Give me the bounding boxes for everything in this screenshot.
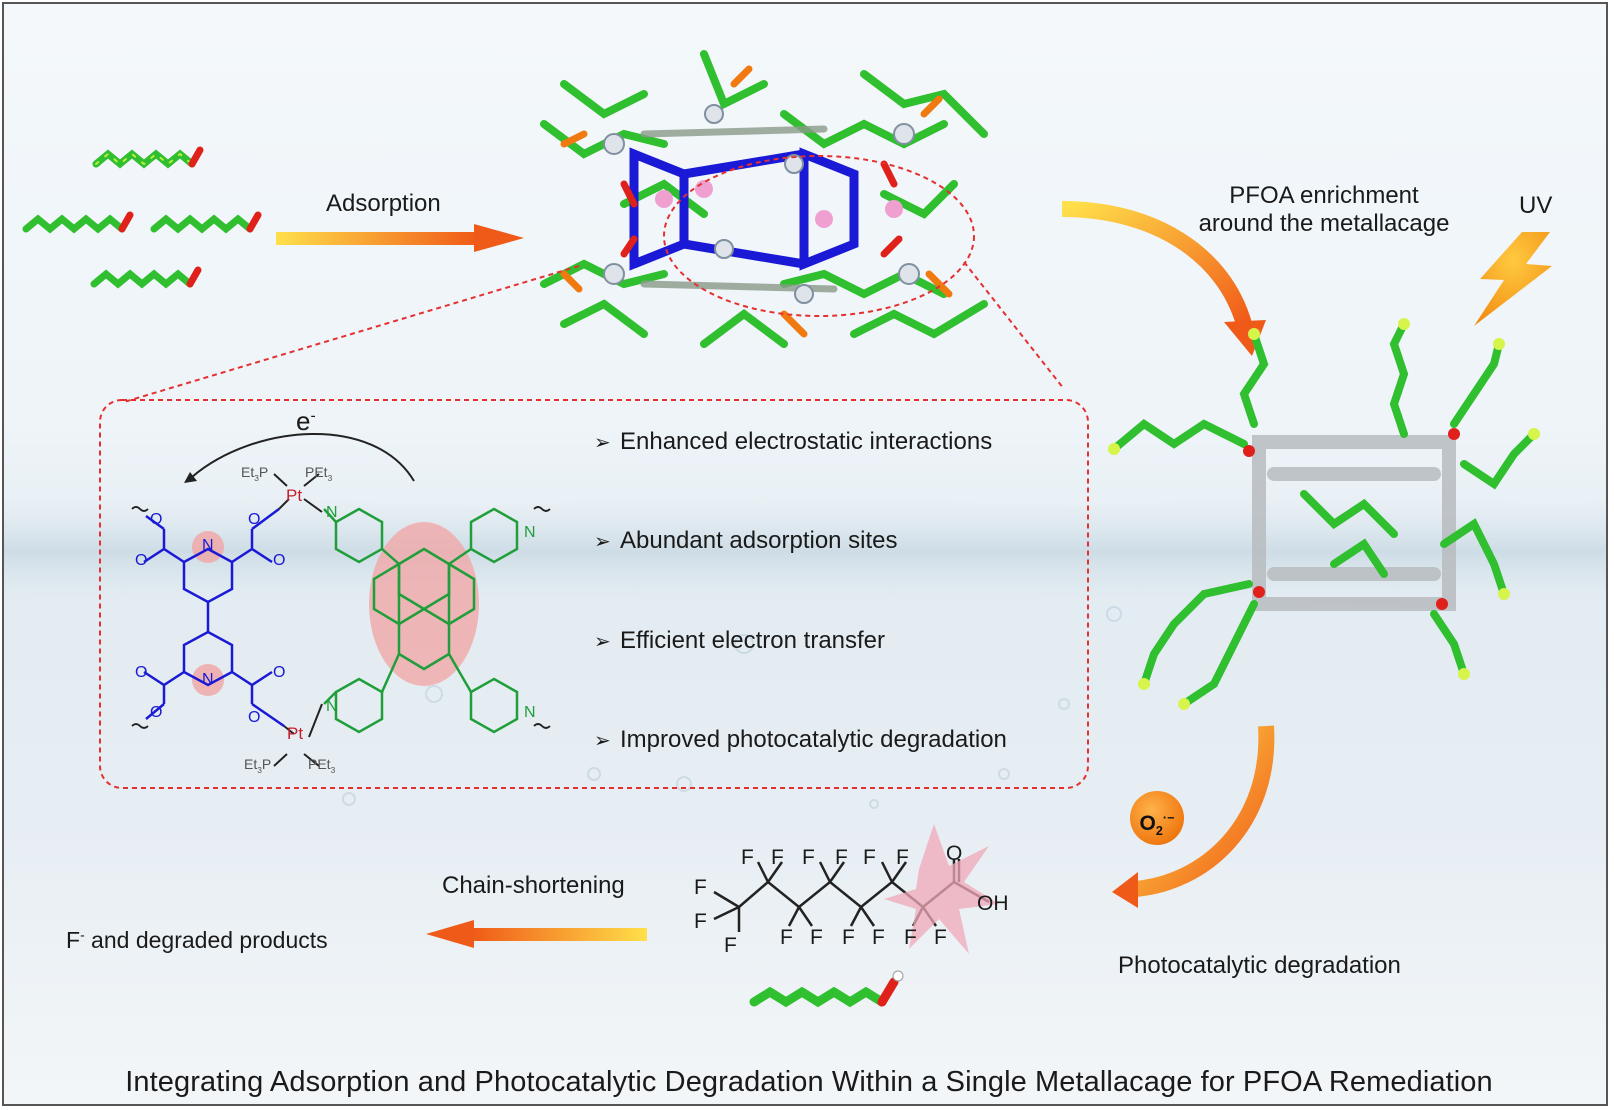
- feature-text-1: Enhanced electrostatic interactions: [620, 428, 993, 455]
- bubbles: [342, 606, 1122, 809]
- f-atom-bottom-2: F: [810, 926, 823, 949]
- degradation-arrow: [1112, 725, 1275, 908]
- o-label-6: O: [273, 664, 286, 681]
- f-atom-bottom-6: F: [934, 926, 947, 949]
- f-atom-top-4: F: [835, 846, 848, 869]
- detail-box: [99, 399, 1089, 789]
- f-atom-left-3: F: [724, 934, 737, 957]
- pet3-top-label: PEt3: [305, 464, 333, 483]
- diagram-artwork: [4, 50, 1606, 1008]
- superoxide-badge: O2·−: [1130, 791, 1184, 845]
- electron-label: e-: [296, 406, 316, 437]
- et3p-top-label: Et3P: [241, 464, 269, 483]
- pt-top-label: Pt: [286, 486, 303, 505]
- bullet-arrow-icon: ➢: [594, 531, 611, 553]
- adsorption-arrow: [276, 224, 524, 252]
- electron-symbol: e: [296, 406, 311, 436]
- o-atom-carbonyl: O: [946, 842, 963, 865]
- superoxide-sup: ·−: [1162, 811, 1175, 825]
- enrichment-label-line2: around the metallacage: [1198, 210, 1450, 237]
- o-label-1: O: [150, 511, 163, 528]
- o-label-2: O: [135, 552, 148, 569]
- f-atom-bottom-5: F: [904, 926, 917, 949]
- n-label-green-2: N: [524, 524, 536, 541]
- feature-text-4: Improved photocatalytic degradation: [620, 726, 1007, 753]
- pet3-bottom-label: PEt3: [308, 756, 336, 775]
- f-atom-top-2: F: [771, 846, 784, 869]
- n-label-green-3: N: [326, 698, 338, 715]
- f-atom-bottom-4: F: [872, 926, 885, 949]
- o-label-8: O: [248, 709, 261, 726]
- zoom-line-right: [963, 261, 1065, 390]
- f-atom-top-1: F: [741, 846, 754, 869]
- bullet-arrow-icon: ➢: [594, 730, 611, 752]
- pfoa-molecules-input: [22, 146, 262, 289]
- cage-highlight-ellipse: [663, 155, 975, 317]
- f-atom-top-3: F: [802, 846, 815, 869]
- figure-caption: Integrating Adsorption and Photocatalyti…: [125, 1066, 1493, 1098]
- fluoride-symbol: F: [66, 927, 81, 953]
- et3p-bottom-label: Et3P: [244, 756, 272, 775]
- pt-bottom-label: Pt: [287, 724, 304, 743]
- f-atom-top-6: F: [896, 846, 909, 869]
- feature-item-3: ➢ Efficient electron transfer: [594, 627, 885, 655]
- f-atom-left-1: F: [694, 876, 707, 899]
- n-label-green-4: N: [524, 704, 536, 721]
- zoom-line-left: [123, 265, 580, 403]
- feature-item-2: ➢ Abundant adsorption sites: [594, 527, 898, 555]
- feature-text-3: Efficient electron transfer: [620, 627, 886, 654]
- products-label: F- and degraded products: [66, 927, 328, 954]
- bullet-arrow-icon: ➢: [594, 432, 611, 454]
- metallacage-structure: [540, 50, 988, 348]
- photocatalytic-degradation-label: Photocatalytic degradation: [1118, 952, 1401, 979]
- uv-bolt-icon: [1474, 232, 1552, 326]
- enrichment-label: PFOA enrichment around the metallacage: [1174, 182, 1474, 238]
- n-label-top: N: [202, 537, 214, 554]
- superoxide-o: O: [1139, 812, 1156, 835]
- cleavage-burst: [884, 824, 999, 954]
- chain-shortening-label: Chain-shortening: [442, 872, 625, 899]
- f-atom-top-5: F: [863, 846, 876, 869]
- feature-item-4: ➢ Improved photocatalytic degradation: [594, 726, 1007, 754]
- products-text: and degraded products: [84, 927, 328, 953]
- enrichment-label-line1: PFOA enrichment: [1229, 182, 1419, 209]
- pfoa-molecule-output: [749, 970, 904, 1008]
- n-label-bottom: N: [202, 671, 214, 688]
- electron-charge: -: [310, 407, 316, 425]
- uv-label: UV: [1519, 192, 1553, 219]
- n-label-green-1: N: [326, 504, 338, 521]
- f-atom-left-2: F: [694, 910, 707, 933]
- ligand-structure: [131, 433, 551, 767]
- fluoride-charge: -: [80, 927, 85, 943]
- enriched-metallacage: [1108, 318, 1540, 710]
- adsorption-label: Adsorption: [326, 190, 441, 217]
- bullet-arrow-icon: ➢: [594, 631, 611, 653]
- f-atom-bottom-1: F: [780, 926, 793, 949]
- o-label-3: O: [273, 552, 286, 569]
- o-label-5: O: [135, 664, 148, 681]
- feature-item-1: ➢ Enhanced electrostatic interactions: [594, 428, 992, 456]
- feature-text-2: Abundant adsorption sites: [620, 527, 898, 554]
- chain-shortening-arrow: [426, 920, 647, 948]
- o-label-4: O: [248, 511, 261, 528]
- oh-group: OH: [977, 892, 1009, 915]
- o-label-7: O: [150, 704, 163, 721]
- f-atom-bottom-3: F: [842, 926, 855, 949]
- superoxide-sub: 2: [1155, 824, 1163, 839]
